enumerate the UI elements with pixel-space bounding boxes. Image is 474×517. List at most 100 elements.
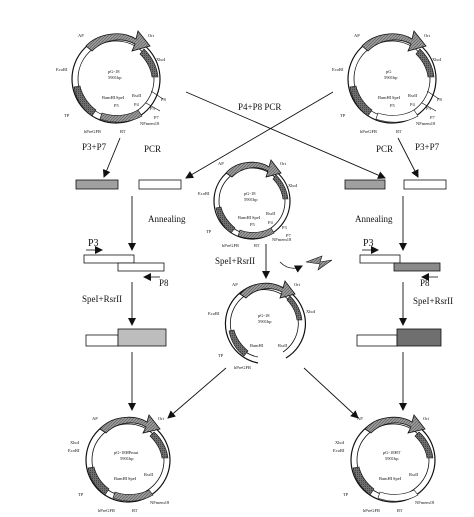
- annealed-product-left: [83, 246, 165, 281]
- p8-label: P8: [437, 97, 443, 102]
- tp-segment-icon: [352, 466, 375, 496]
- spe-label: SpeI: [393, 476, 402, 481]
- rsr-label: RsrII: [278, 343, 288, 348]
- insert-segment-icon: [375, 109, 419, 123]
- ap-arrow-icon: [364, 414, 426, 434]
- rt-label: RT: [120, 129, 126, 134]
- ap-arrow-icon: [225, 159, 282, 178]
- plasmid-name: pG-18: [108, 69, 120, 74]
- rsr-label: RsrII: [408, 93, 418, 98]
- p4-label: P4: [134, 102, 140, 107]
- p7-label: P7: [430, 115, 436, 120]
- primer-p8-left-label: P8: [159, 278, 169, 288]
- p4-label: P4: [268, 220, 274, 225]
- bam-label: BamHI: [250, 343, 264, 348]
- xho-label: XhoI: [306, 309, 316, 314]
- arrow-vector-to-right: [303, 367, 359, 419]
- plasmid-size: 5901bp: [120, 456, 134, 461]
- step-label-pcr-left: PCR: [144, 144, 161, 154]
- p4-label: P4: [410, 102, 416, 107]
- digested-fragment-right: [356, 328, 442, 347]
- pcr-fragment-right-1: [344, 179, 386, 190]
- gfp-label: hPreGFR: [360, 129, 377, 134]
- p5-label: P5: [390, 103, 396, 108]
- ecor-label: EcoRI: [68, 448, 80, 453]
- plasmid-size: 5901bp: [108, 75, 122, 80]
- nf-label: NFmem18: [416, 121, 436, 126]
- rt-label: RT: [132, 508, 138, 513]
- p5-label: P5: [114, 103, 120, 108]
- bam-label: BamHI: [378, 95, 392, 100]
- tp-segment-icon: [73, 85, 97, 117]
- plasmid-name: pG-18: [258, 313, 270, 318]
- ecor-label: EcoRI: [198, 191, 210, 196]
- ori-segment-icon: [139, 48, 159, 78]
- plasmid-name: pG: [386, 69, 392, 74]
- ecor-label: EcoRI: [333, 448, 345, 453]
- primer-p8-right-label: P8: [420, 278, 430, 288]
- plasmid-name: pG-18: [244, 191, 256, 196]
- plasmid-cut: AP Ori XhoI EcoRI pG-18 5901bp BamHI Rsr…: [208, 280, 316, 370]
- p3-label: P3: [282, 225, 288, 230]
- gfp-label: hPreGFR: [84, 129, 101, 134]
- pcr-fragment-right-2: [403, 179, 447, 190]
- xho-label: XhoI: [432, 57, 442, 62]
- plasmid-size: 5901bp: [384, 75, 398, 80]
- step-label-digest-right: SpeI+RsrII: [413, 296, 453, 306]
- plasmid-size: 5901bp: [385, 456, 399, 461]
- tp-segment-icon: [215, 206, 236, 234]
- p8-label: P8: [161, 97, 167, 102]
- digested-fragment-left: [85, 328, 167, 347]
- ori-label: Ori: [280, 161, 287, 166]
- ori-segment-icon: [149, 431, 169, 459]
- arrow-topleft-down: [102, 137, 121, 178]
- step-label-annealing-right: Annealing: [355, 214, 393, 224]
- ap-label: AP: [232, 282, 238, 287]
- rsr-label: RsrII: [132, 93, 142, 98]
- xho-label: XhoI: [288, 183, 298, 188]
- pcr-fragment-left-2: [138, 179, 182, 190]
- plasmid-bottom-right: AP Ori XhoI EcoRI pG-18HT 5901bp BamHI S…: [333, 414, 436, 513]
- ori-label: Ori: [424, 33, 431, 38]
- rsr-label: RsrII: [409, 472, 419, 477]
- p7-label: P7: [286, 233, 292, 238]
- step-label-digest-left: SpeI+RsrII: [82, 294, 122, 304]
- xho-label: XhoI: [156, 57, 166, 62]
- bam-label: BamHI: [238, 215, 252, 220]
- ecor-label: EcoRI: [208, 311, 220, 316]
- spe-label: SpeI: [392, 95, 401, 100]
- nf-label: NFmem18: [140, 121, 160, 126]
- step-label-pcr-top: P4+P8 PCR: [238, 102, 281, 112]
- p5-label: P5: [250, 222, 256, 227]
- insert-segment-icon: [99, 109, 143, 123]
- tp-label: TP: [343, 492, 349, 497]
- ap-label: AP: [357, 416, 363, 421]
- gfp-label: hPreGFR: [363, 508, 380, 513]
- gfp-label: hPreGFR: [234, 365, 251, 370]
- tp-segment-icon: [228, 329, 249, 357]
- plasmid-name: pG-18HT: [383, 450, 401, 455]
- arrow-vector-to-left: [167, 367, 227, 419]
- ori-segment-icon: [272, 174, 289, 200]
- annealed-product-right: [359, 246, 441, 281]
- tp-segment-icon: [87, 466, 110, 496]
- rt-label: RT: [396, 129, 402, 134]
- tp-segment-icon: [349, 85, 373, 117]
- arrow-cross-right-to-left: [185, 91, 334, 179]
- tp-label: TP: [218, 353, 224, 358]
- tp-label: TP: [206, 229, 212, 234]
- step-label-primers-right: P3+P7: [415, 142, 440, 152]
- rt-label: RT: [254, 243, 260, 248]
- rt-label: RT: [397, 508, 403, 513]
- p7-label: P7: [154, 115, 160, 120]
- ori-segment-icon: [415, 48, 435, 78]
- step-label-primers-left: P3+P7: [82, 142, 107, 152]
- bam-label: BamHI: [379, 476, 393, 481]
- plasmid-top-right: AP Ori XhoI EcoRI pG 5901bp BamHI SpeI R…: [332, 30, 443, 134]
- arrow-cross-left-to-right: [185, 91, 386, 179]
- plasmid-size: 5901bp: [258, 319, 272, 324]
- p3-label: P3: [426, 106, 432, 111]
- rsr-label: RsrII: [144, 472, 154, 477]
- ori-label: Ori: [294, 282, 301, 287]
